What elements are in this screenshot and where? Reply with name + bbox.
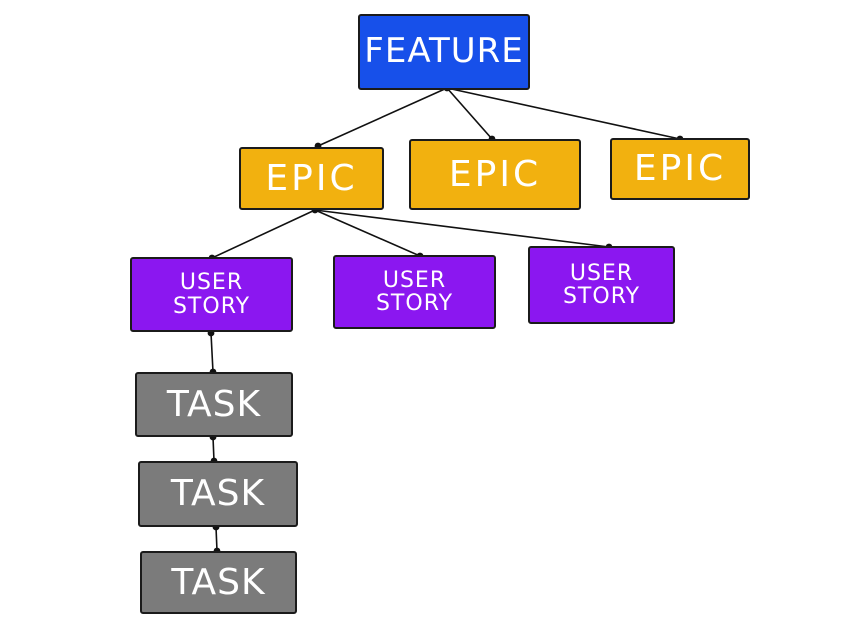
epic-node-3: EPIC: [610, 138, 750, 200]
feature-to-epic-1-connector: [317, 87, 448, 147]
task-2-to-task-3-connector: [215, 526, 218, 552]
task-node-1: TASK: [135, 372, 293, 437]
user-story-node-3: USER STORY: [528, 246, 675, 324]
task-node-3: TASK: [140, 551, 297, 614]
user-story-node-1: USER STORY: [130, 257, 293, 332]
task-1-to-task-2-connector: [212, 436, 215, 462]
story-1-to-task-1-connector: [210, 332, 214, 373]
epic-1-to-story-2-connector: [314, 209, 421, 257]
epic-1-to-story-3-connector: [314, 209, 610, 248]
user-story-node-2: USER STORY: [333, 255, 496, 329]
epic-1-to-story-1-connector: [211, 209, 316, 259]
feature-node: FEATURE: [358, 14, 530, 90]
task-node-2: TASK: [138, 461, 298, 527]
epic-node-2: EPIC: [409, 139, 581, 210]
feature-to-epic-2-connector: [446, 87, 493, 140]
epic-node-1: EPIC: [239, 147, 384, 210]
feature-to-epic-3-connector: [446, 87, 681, 140]
